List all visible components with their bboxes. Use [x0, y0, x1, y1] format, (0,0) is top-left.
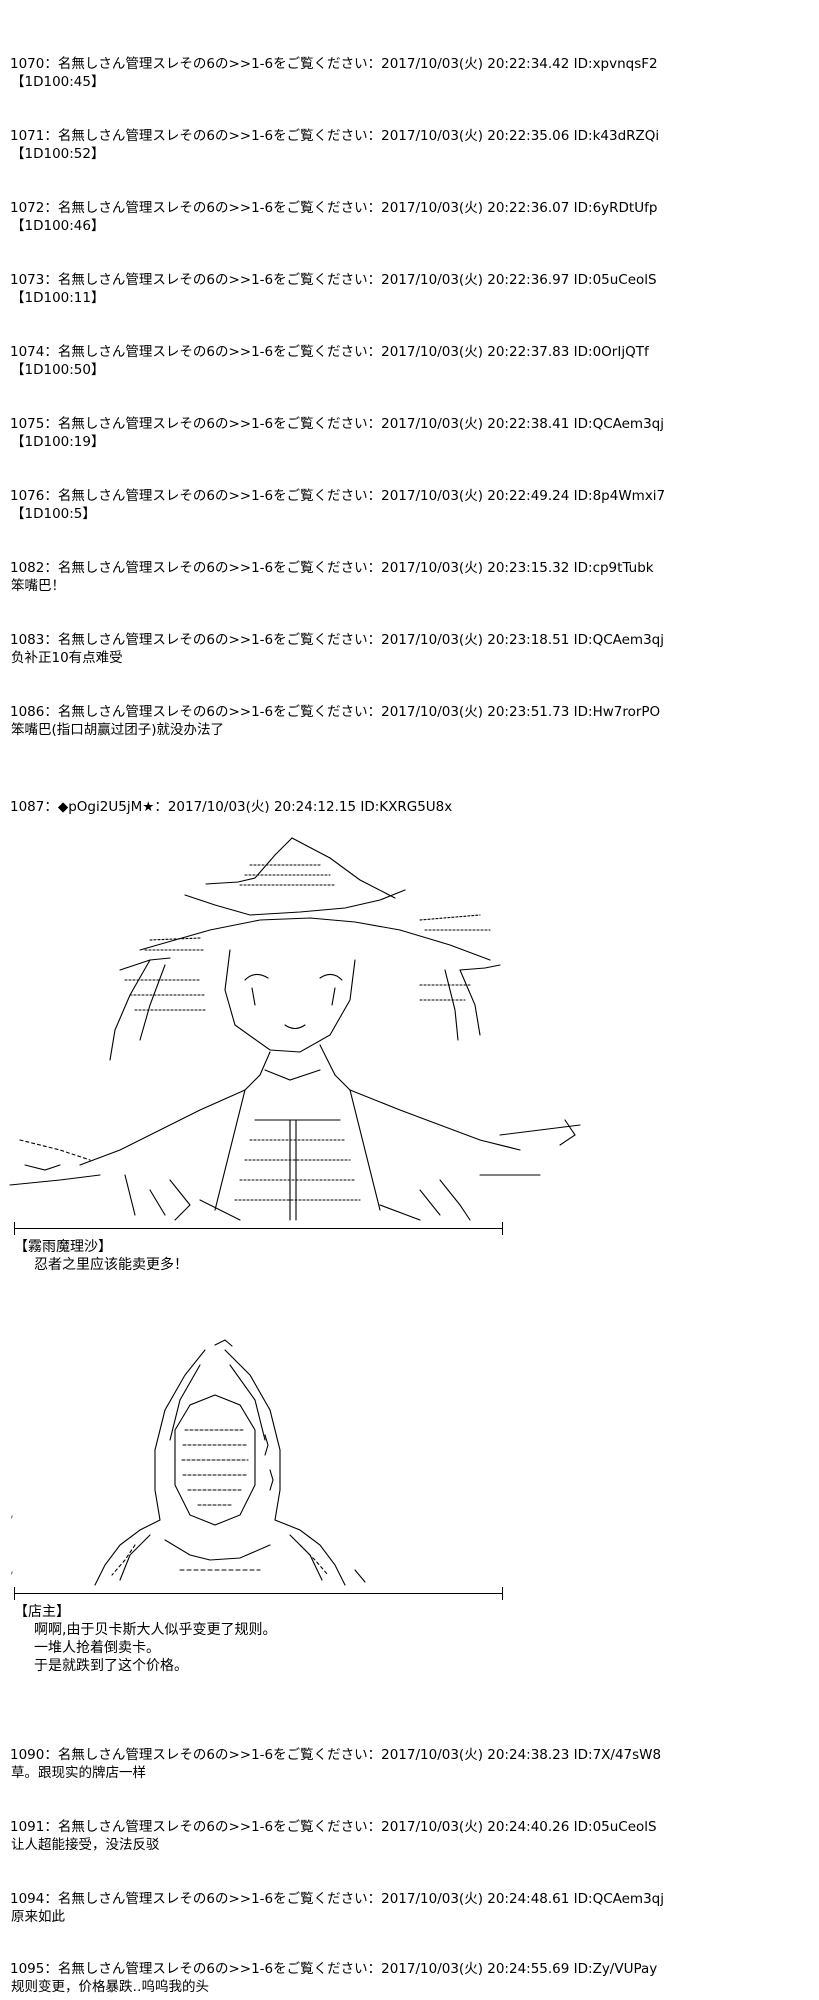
- post-body: 【1D100:11】: [11, 290, 105, 306]
- post-header: 1083：名無しさん管理スレその6の>>1-6をご覧ください：2017/10/0…: [10, 632, 664, 648]
- post-1086: 1086：名無しさん管理スレその6の>>1-6をご覧ください：2017/10/0…: [10, 703, 660, 739]
- speech-line: 啊啊,由于贝卡斯大人似乎变更了规则。: [34, 1622, 277, 1638]
- post-header: 1082：名無しさん管理スレその6の>>1-6をご覧ください：2017/10/0…: [10, 560, 654, 576]
- speech-line: 一堆人抢着倒卖卡。: [34, 1640, 160, 1656]
- post-1072: 1072：名無しさん管理スレその6の>>1-6をご覧ください：2017/10/0…: [10, 199, 657, 235]
- post-header: 1091：名無しさん管理スレその6の>>1-6をご覧ください：2017/10/0…: [10, 1819, 657, 1835]
- post-header: 1073：名無しさん管理スレその6の>>1-6をご覧ください：2017/10/0…: [10, 272, 657, 288]
- speech-marisa: 【霧雨魔理沙】 忍者之里应该能卖更多！: [14, 1238, 188, 1274]
- speech-line: 于是就跌到了这个价格。: [34, 1658, 188, 1674]
- post-1070: 1070：名無しさん管理スレその6の>>1-6をご覧ください：2017/10/0…: [10, 55, 658, 91]
- shopkeeper-ascii-art: [94, 1339, 366, 1586]
- speech-line: 忍者之里应该能卖更多！: [34, 1257, 188, 1273]
- post-1074: 1074：名無しさん管理スレその6の>>1-6をご覧ください：2017/10/0…: [10, 343, 649, 379]
- post-body: 【1D100:45】: [11, 74, 105, 90]
- post-header: 1074：名無しさん管理スレその6の>>1-6をご覧ください：2017/10/0…: [10, 344, 649, 360]
- speaker-name: 【霧雨魔理沙】: [14, 1239, 112, 1255]
- aa-post-header: 1087：◆pOgi2U5jM★：2017/10/03(火) 20:24:12.…: [10, 799, 453, 815]
- post-header: 1076：名無しさん管理スレその6の>>1-6をご覧ください：2017/10/0…: [10, 488, 666, 504]
- post-body: 原来如此: [11, 1909, 65, 1925]
- section-divider: [14, 1222, 503, 1235]
- post-body: 【1D100:5】: [11, 506, 96, 522]
- post-1094: 1094：名無しさん管理スレその6の>>1-6をご覧ください：2017/10/0…: [10, 1890, 664, 1926]
- post-header: 1090：名無しさん管理スレその6の>>1-6をご覧ください：2017/10/0…: [10, 1747, 662, 1763]
- post-body: 让人超能接受，没法反驳: [11, 1837, 160, 1853]
- speech-shopkeeper: 【店主】 啊啊,由于贝卡斯大人似乎变更了规则。 一堆人抢着倒卖卡。 于是就跌到了…: [14, 1603, 276, 1675]
- section-divider: [14, 1587, 503, 1600]
- post-1075: 1075：名無しさん管理スレその6の>>1-6をご覧ください：2017/10/0…: [10, 415, 664, 451]
- post-header: 1075：名無しさん管理スレその6の>>1-6をご覧ください：2017/10/0…: [10, 416, 664, 432]
- post-header: 1071：名無しさん管理スレその6の>>1-6をご覧ください：2017/10/0…: [10, 128, 660, 144]
- post-header: 1086：名無しさん管理スレその6の>>1-6をご覧ください：2017/10/0…: [10, 704, 661, 720]
- post-body: 【1D100:46】: [11, 218, 105, 234]
- post-body: 负补正10有点难受: [11, 650, 123, 666]
- post-1071: 1071：名無しさん管理スレその6の>>1-6をご覧ください：2017/10/0…: [10, 127, 659, 163]
- post-1091: 1091：名無しさん管理スレその6の>>1-6をご覧ください：2017/10/0…: [10, 1818, 657, 1854]
- post-body: 【1D100:50】: [11, 362, 105, 378]
- post-1076: 1076：名無しさん管理スレその6の>>1-6をご覧ください：2017/10/0…: [10, 487, 665, 523]
- post-body: 笨嘴巴！: [11, 578, 65, 594]
- post-body: 【1D100:19】: [11, 434, 105, 450]
- post-1082: 1082：名無しさん管理スレその6の>>1-6をご覧ください：2017/10/0…: [10, 559, 654, 595]
- post-body: 规则变更，价格暴跌‥呜呜我的头: [11, 1979, 210, 1995]
- post-body: 草。跟现实的牌店一样: [11, 1765, 146, 1781]
- speaker-name: 【店主】: [14, 1604, 70, 1620]
- post-body: 笨嘴巴(指口胡赢过团子)就没办法了: [11, 722, 225, 738]
- post-1095: 1095：名無しさん管理スレその6の>>1-6をご覧ください：2017/10/0…: [10, 1960, 657, 1996]
- post-header: 1095：名無しさん管理スレその6の>>1-6をご覧ください：2017/10/0…: [10, 1961, 658, 1977]
- post-header: 1094：名無しさん管理スレその6の>>1-6をご覧ください：2017/10/0…: [10, 1891, 664, 1907]
- marisa-ascii-art: [9, 837, 581, 1221]
- post-1073: 1073：名無しさん管理スレその6の>>1-6をご覧ください：2017/10/0…: [10, 271, 657, 307]
- post-1090: 1090：名無しさん管理スレその6の>>1-6をご覧ください：2017/10/0…: [10, 1746, 661, 1782]
- post-header: 1070：名無しさん管理スレその6の>>1-6をご覧ください：2017/10/0…: [10, 56, 658, 72]
- stray-mark: ,: [10, 1506, 14, 1520]
- post-1083: 1083：名無しさん管理スレその6の>>1-6をご覧ください：2017/10/0…: [10, 631, 664, 667]
- stray-mark: ,: [10, 1562, 14, 1576]
- post-body: 【1D100:52】: [11, 146, 105, 162]
- post-header: 1072：名無しさん管理スレその6の>>1-6をご覧ください：2017/10/0…: [10, 200, 658, 216]
